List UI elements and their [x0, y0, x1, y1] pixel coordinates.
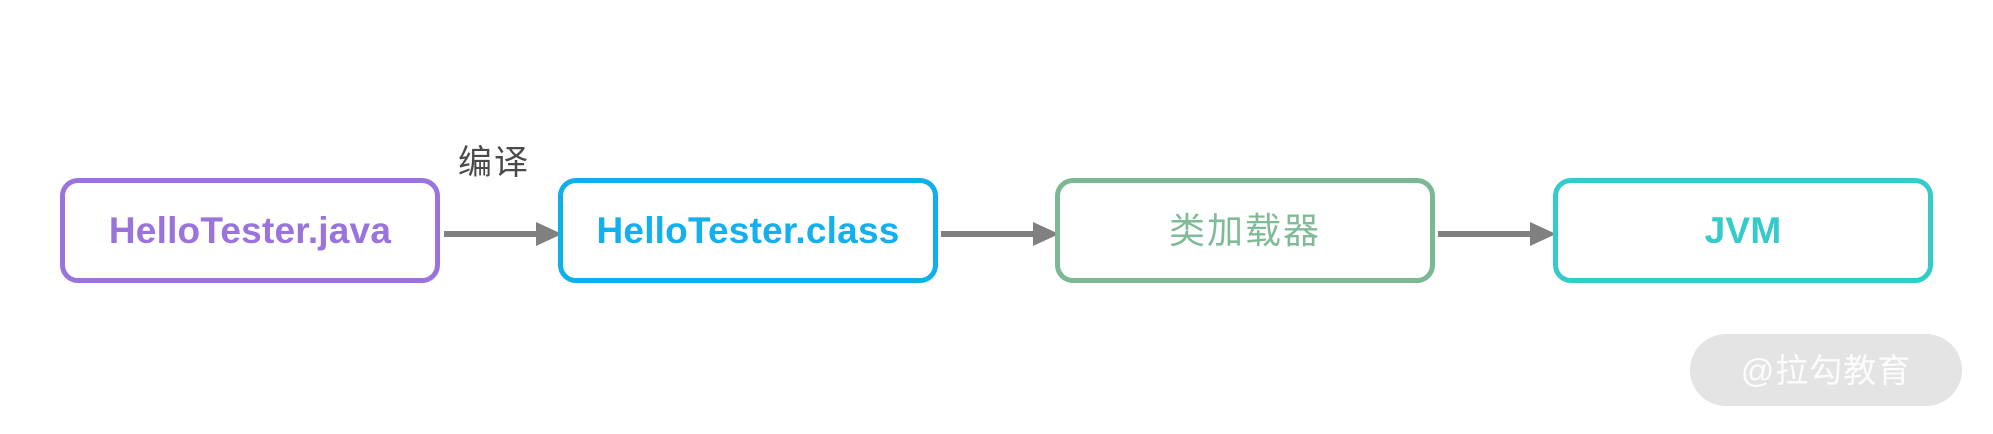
- arrow-run-shaft: [1438, 231, 1534, 237]
- node-java-source[interactable]: HelloTester.java: [60, 178, 440, 283]
- arrow-load: [941, 222, 1059, 246]
- watermark-badge: @拉勾教育: [1690, 334, 1962, 406]
- edge-label-compile: 编译: [458, 144, 530, 182]
- arrow-compile-head-icon: [536, 222, 562, 246]
- node-class-file[interactable]: HelloTester.class: [558, 178, 938, 283]
- arrow-compile: [444, 222, 562, 246]
- arrow-run: [1438, 222, 1556, 246]
- arrow-compile-shaft: [444, 231, 540, 237]
- arrow-load-shaft: [941, 231, 1037, 237]
- node-jvm[interactable]: JVM: [1553, 178, 1933, 283]
- node-java-source-label: HelloTester.java: [108, 210, 392, 251]
- node-class-loader[interactable]: 类加载器: [1055, 178, 1435, 283]
- watermark-text: @拉勾教育: [1740, 351, 1912, 389]
- node-class-loader-label: 类加载器: [1168, 209, 1321, 251]
- node-jvm-label: JVM: [1704, 210, 1782, 251]
- arrow-run-head-icon: [1530, 222, 1556, 246]
- arrow-load-head-icon: [1033, 222, 1059, 246]
- node-class-file-label: HelloTester.class: [596, 210, 900, 251]
